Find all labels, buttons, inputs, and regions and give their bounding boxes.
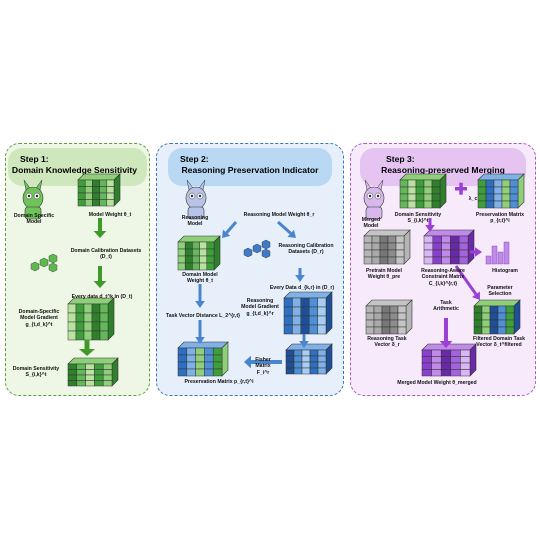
step1-title: Domain Knowledge Sensitivity [11, 165, 137, 175]
merged-model-mascot-icon [363, 179, 385, 220]
step2-header: Step 2: Reasoning Preservation Indicator [168, 148, 332, 186]
preservation-matrix-label-2: Preservation Matrix p_{r,t}^i [184, 379, 254, 385]
reasoning-gradient-matrix [283, 291, 333, 335]
task-vector-distance-label: Task Vector Distance L_2^{r,t} [165, 313, 241, 319]
p2-arrow-e [299, 334, 309, 348]
domain-model-weight-matrix [177, 235, 221, 271]
reasoning-task-vector-matrix [365, 299, 413, 335]
domain-sensitivity-matrix-3 [399, 173, 447, 209]
domain-sensitivity-matrix [67, 357, 119, 387]
p2-arrow-d [295, 268, 305, 282]
p1-arrow-2 [93, 266, 107, 288]
step2-title: Reasoning Preservation Indicator [181, 165, 319, 175]
reasoning-model-label: Reasoning Model [181, 215, 209, 228]
domain-weight-label: Domain Model Weight θ_t [182, 272, 218, 285]
pretrain-weight-label: Pretrain Model Weight θ_pre [365, 268, 403, 281]
histogram-icon [485, 241, 510, 265]
model-weight-label: Model Weight θ_t [88, 212, 132, 218]
fisher-matrix-label: Fisher Matrix F_i^r [255, 357, 271, 376]
calibration-data-icon [30, 253, 58, 273]
constraint-matrix-label: Reasoning-Aware Constraint Matrix C_{i,k… [421, 268, 465, 287]
p1-arrow-3 [79, 340, 95, 356]
merged-model-label: Merged Model [361, 217, 381, 230]
preservation-matrix-label-3: Preservation Matrix p_{r,t}^i [475, 212, 525, 225]
reasoning-calibration-label: Reasoning Calibration Datasets (D_r) [278, 243, 334, 256]
step1-header: Step 1: Domain Knowledge Sensitivity [8, 148, 147, 186]
reasoning-task-vector-label: Reasoning Task Vector δ_r [367, 336, 407, 349]
parameter-selection-label: Parameter Selection [487, 285, 513, 298]
p2-arrow-c [195, 284, 205, 308]
constraint-matrix [423, 229, 475, 265]
p3-arrow-d [439, 318, 453, 348]
step2-number: Step 2: [180, 154, 209, 164]
lambda-label: λ_c [468, 196, 478, 202]
domain-calibration-label: Domain Calibration Datasets (D_t) [70, 248, 142, 261]
every-data-label: Every data d_t^k in (D_t) [71, 294, 133, 300]
fisher-matrix [285, 343, 333, 375]
domain-gradient-label: Domain-Specific Model Gradient g_{t,d_k}… [18, 309, 60, 328]
plus-icon-v [459, 182, 463, 195]
p1-arrow-1 [93, 218, 107, 238]
reasoning-every-data-label: Every Data d_{k,r} in (D_r) [269, 285, 335, 291]
preservation-matrix-2 [177, 341, 229, 377]
domain-sensitivity-label-1: Domain Sensitivity S_{i,k}^t [12, 366, 60, 379]
step3-number: Step 3: [386, 154, 415, 164]
reasoning-calibration-icon [243, 239, 271, 259]
pretrain-weight-matrix [363, 229, 411, 265]
p2-arrow-f [195, 320, 205, 344]
domain-specific-model-label: Domain Specific Model [13, 213, 55, 226]
p2-arrow-g [244, 355, 282, 369]
histogram-label: Histogram [492, 268, 518, 274]
task-arithmetic-label: Task Arithmetic [433, 300, 459, 313]
filtered-domain-vector-label: Filtered Domain Task Vector δ_t^filtered [472, 336, 526, 349]
step1-number: Step 1: [20, 154, 49, 164]
reasoning-model-mascot-icon [185, 179, 207, 220]
p2-arrow-a [222, 221, 238, 238]
merged-weight-matrix [421, 343, 477, 377]
reasoning-gradient-label: Reasoning Model Gradient g_{t,d_k}^r [241, 298, 279, 317]
model-gradient-matrix [67, 297, 115, 341]
merged-weight-label: Merged Model Weight θ_merged [397, 380, 477, 386]
domain-model-mascot-icon [22, 179, 44, 220]
p3-arrow-a [425, 218, 435, 232]
model-weight-matrix [77, 173, 121, 207]
p2-arrow-b [277, 220, 296, 238]
domain-sensitivity-label-3: Domain Sensitivity S_{i,k}^t [394, 212, 442, 225]
p3-arrow-c [454, 265, 480, 300]
p3-arrow-b [470, 247, 482, 257]
preservation-matrix-3 [477, 173, 525, 209]
step3-title: Reasoning-preserved Merging [381, 165, 505, 175]
reasoning-weight-label: Reasoning Model Weight θ_r [243, 212, 315, 218]
filtered-task-vector-matrix [473, 299, 521, 335]
